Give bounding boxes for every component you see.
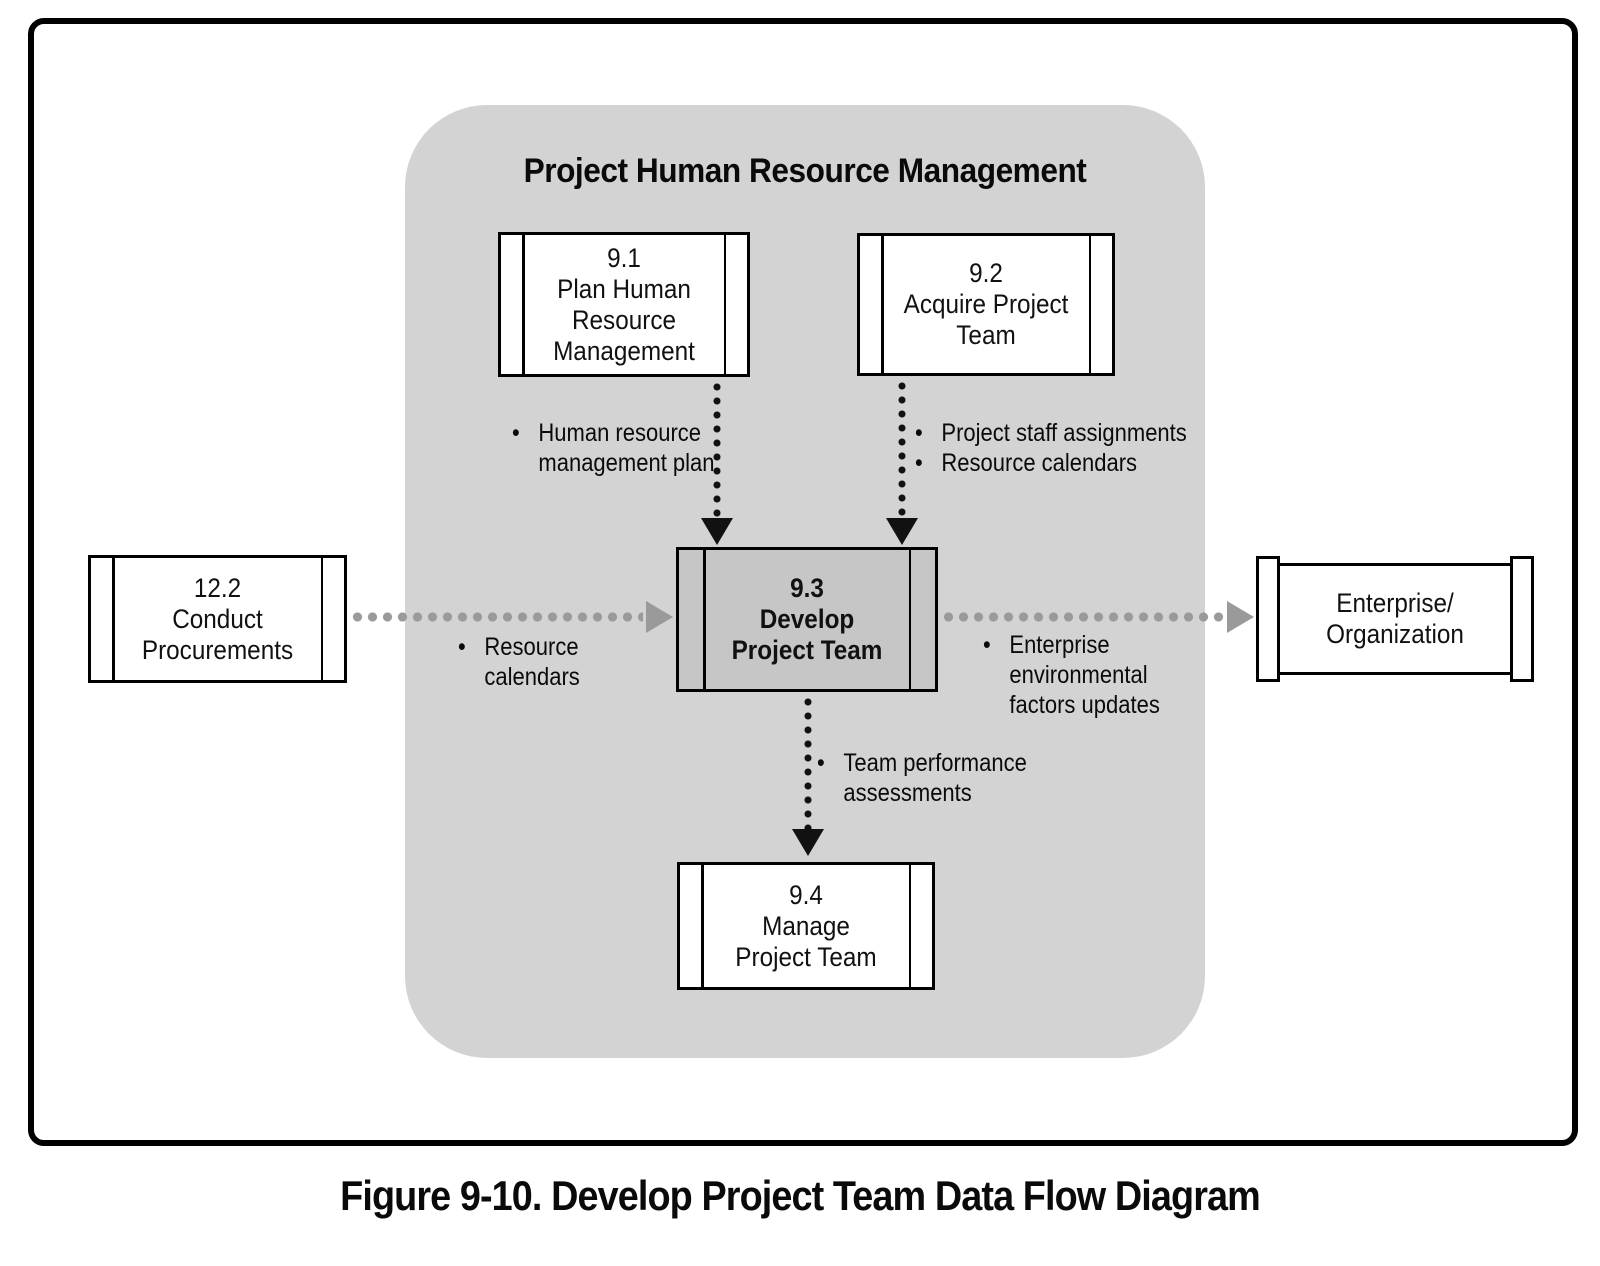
process-box-label: 12.2 Conduct Procurements bbox=[104, 558, 332, 680]
label-line: Resource bbox=[484, 633, 579, 661]
phrm-group-title: Project Human Resource Management bbox=[523, 152, 1087, 190]
flow-line-12-2-to-9-3 bbox=[350, 612, 643, 622]
process-name-line: Manage bbox=[762, 910, 850, 941]
flow-label-hr-management-plan: • Human resource management plan bbox=[512, 418, 715, 478]
box-right-bar bbox=[1088, 236, 1091, 373]
flow-label-team-performance-assessments: • Team performance assessments bbox=[817, 748, 1027, 808]
arrowhead-down-into-9-3-right bbox=[886, 518, 918, 545]
bullet-glyph: • bbox=[915, 419, 923, 447]
flow-line-9-3-to-9-4 bbox=[804, 695, 812, 829]
process-name-line: Resource bbox=[571, 304, 677, 335]
box-right-bar bbox=[320, 558, 323, 680]
process-number: 12.2 bbox=[193, 572, 242, 603]
bullet-text: Team performance assessments bbox=[843, 748, 1026, 808]
box-right-bar bbox=[723, 235, 726, 374]
box-right-bar bbox=[908, 865, 911, 987]
bullet-item: • Resource calendars bbox=[458, 632, 580, 692]
entity-left-cap bbox=[1256, 556, 1280, 682]
process-number: 9.3 bbox=[790, 573, 824, 603]
flow-label-eef-updates: • Enterprise environmental factors updat… bbox=[983, 630, 1160, 720]
label-line: management plan bbox=[538, 449, 715, 477]
process-name-line: Procurements bbox=[141, 634, 294, 665]
process-name-line: Management bbox=[553, 335, 695, 366]
flow-label-resource-calendars: • Resource calendars bbox=[458, 632, 580, 692]
bullet-item: • Enterprise environmental factors updat… bbox=[983, 630, 1160, 720]
entity-enterprise-organization: Enterprise/ Organization bbox=[1256, 556, 1534, 682]
label-line: calendars bbox=[484, 663, 580, 691]
process-name-line: Plan Human bbox=[557, 273, 691, 304]
figure-caption: Figure 9-10. Develop Project Team Data F… bbox=[340, 1172, 1261, 1219]
bullet-text: Resource calendars bbox=[941, 448, 1137, 478]
entity-name-line: Organization bbox=[1326, 619, 1464, 649]
process-number: 9.1 bbox=[607, 242, 641, 273]
process-box-label: 9.1 Plan Human Resource Management bbox=[513, 235, 734, 374]
label-line: Enterprise bbox=[1009, 631, 1110, 659]
label-line: environmental bbox=[1009, 661, 1148, 689]
label-line: Project staff assignments bbox=[941, 419, 1187, 447]
bullet-text: Resource calendars bbox=[484, 632, 579, 692]
flow-line-9-3-to-enterprise bbox=[941, 612, 1224, 622]
arrowhead-right-into-9-3 bbox=[646, 601, 673, 633]
label-line: Resource calendars bbox=[941, 449, 1138, 477]
label-line: assessments bbox=[843, 779, 972, 807]
box-left-bar bbox=[881, 236, 884, 373]
box-left-bar bbox=[701, 865, 704, 987]
process-name-line: Acquire Project bbox=[903, 289, 1069, 319]
arrowhead-right-into-enterprise bbox=[1227, 601, 1254, 633]
flow-line-9-2-to-9-3 bbox=[898, 379, 906, 519]
bullet-text: Project staff assignments bbox=[941, 418, 1186, 448]
entity-right-cap bbox=[1510, 556, 1534, 682]
process-name-line: Conduct bbox=[172, 603, 263, 634]
arrowhead-down-into-9-3-left bbox=[701, 518, 733, 545]
box-left-bar bbox=[522, 235, 525, 374]
process-box-label: 9.4 Manage Project Team bbox=[693, 865, 920, 987]
process-box-label: 9.2 Acquire Project Team bbox=[873, 236, 1100, 373]
bullet-item: • Project staff assignments bbox=[915, 418, 1187, 448]
bullet-text: Human resource management plan bbox=[538, 418, 714, 478]
bullet-item: • Human resource management plan bbox=[512, 418, 715, 478]
process-box-12-2-conduct-procurements: 12.2 Conduct Procurements bbox=[88, 555, 347, 683]
bullet-text: Enterprise environmental factors updates bbox=[1009, 630, 1159, 720]
entity-body bbox=[1276, 563, 1514, 675]
bullet-item: • Resource calendars bbox=[915, 448, 1187, 478]
process-box-9-1-plan-human-resource-management: 9.1 Plan Human Resource Management bbox=[498, 232, 750, 377]
box-left-bar bbox=[112, 558, 115, 680]
bullet-item: • Team performance assessments bbox=[817, 748, 1027, 808]
flow-line-9-1-to-9-3 bbox=[713, 380, 721, 519]
process-box-9-4-manage-project-team: 9.4 Manage Project Team bbox=[677, 862, 935, 990]
label-line: Team performance bbox=[843, 749, 1027, 777]
label-line: Human resource bbox=[538, 419, 702, 447]
bullet-glyph: • bbox=[817, 749, 825, 777]
box-right-bar bbox=[908, 550, 911, 689]
entity-name-line: Enterprise/ bbox=[1336, 588, 1454, 618]
bullet-glyph: • bbox=[512, 419, 520, 447]
flow-label-staff-assignments-resource-calendars: • Project staff assignments • Resource c… bbox=[915, 418, 1187, 478]
arrowhead-down-into-9-4 bbox=[792, 829, 824, 856]
process-number: 9.2 bbox=[969, 258, 1003, 288]
process-name-line: Team bbox=[956, 320, 1016, 350]
bullet-glyph: • bbox=[983, 631, 991, 659]
label-line: factors updates bbox=[1009, 691, 1160, 719]
box-left-bar bbox=[703, 550, 706, 689]
process-name-line: Project Team bbox=[731, 635, 883, 665]
process-number: 9.4 bbox=[789, 879, 823, 910]
process-box-9-3-develop-project-team: 9.3 Develop Project Team bbox=[676, 547, 938, 692]
process-name-line: Develop bbox=[759, 604, 855, 634]
process-name-line: Project Team bbox=[735, 941, 877, 972]
bullet-glyph: • bbox=[458, 633, 466, 661]
bullet-glyph: • bbox=[915, 449, 923, 477]
process-box-9-2-acquire-project-team: 9.2 Acquire Project Team bbox=[857, 233, 1115, 376]
entity-label: Enterprise/ Organization bbox=[1270, 556, 1520, 682]
process-box-label: 9.3 Develop Project Team bbox=[692, 550, 922, 689]
